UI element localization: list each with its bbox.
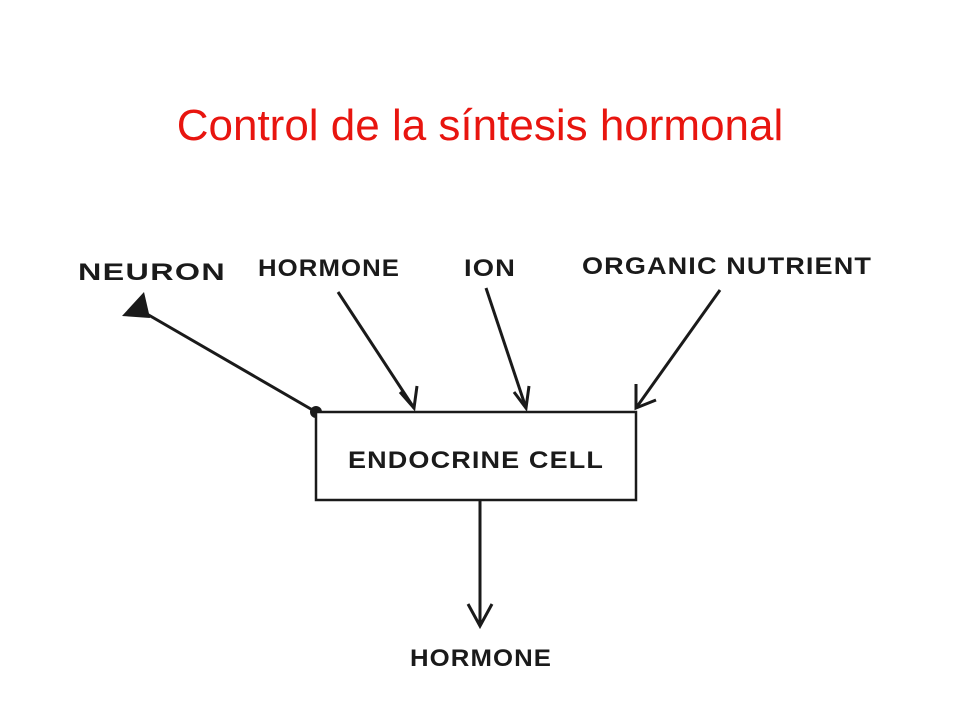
endocrine-cell-box — [314, 410, 638, 502]
input-label-neuron: NEURON — [78, 259, 226, 286]
diagram-panel: NEURON HORMONE ION ORGANIC NUTRIENT ENDO… — [64, 206, 896, 678]
endocrine-cell-label: ENDOCRINE CELL — [348, 447, 604, 474]
hormone-output-arrowhead-icon — [466, 603, 494, 630]
input-label-hormone: HORMONE — [258, 255, 400, 282]
slide-title: Control de la síntesis hormonal — [176, 101, 784, 150]
hormone-input-arrow-line — [336, 291, 416, 409]
input-label-ion: ION — [464, 255, 516, 282]
input-label-organic-nutrient: ORGANIC NUTRIENT — [582, 253, 872, 280]
endocrine-control-diagram: NEURON HORMONE ION ORGANIC NUTRIENT ENDO… — [78, 253, 872, 672]
organic-nutrient-input-arrowhead-icon — [634, 384, 657, 411]
output-label-hormone: HORMONE — [410, 645, 552, 672]
ion-input-arrow-line — [484, 287, 528, 409]
neuron-axon-line — [139, 308, 317, 414]
ion-input-arrowhead-icon — [512, 385, 531, 412]
hormone-input-arrowhead-icon — [398, 385, 419, 412]
organic-nutrient-input-arrow-line — [634, 289, 722, 409]
